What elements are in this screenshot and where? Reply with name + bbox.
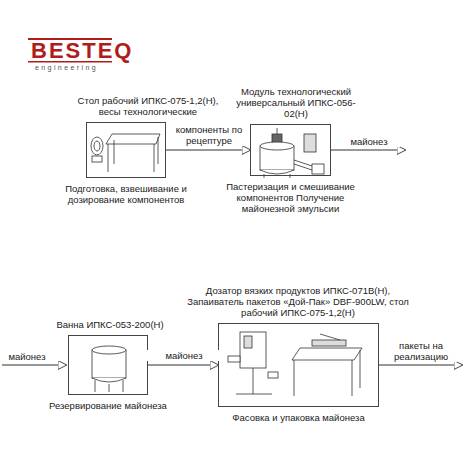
flow-label: майонез — [145, 350, 223, 361]
equipment-name: Дозатор вязких продуктов ИПКС-071В(Н), З… — [178, 285, 418, 318]
process-step: Пастеризация и смешивание компонентов По… — [216, 181, 366, 214]
process-step: Подготовка, взвешивание и дозирование ко… — [51, 183, 201, 205]
flow-label: пакеты на реализацию — [385, 340, 457, 362]
flow-arrow — [2, 150, 462, 365]
flow-arrow — [148, 365, 218, 366]
equipment-name: Модуль технологический универсальный ИПК… — [226, 86, 366, 119]
flow-label: компоненты по рецептуре — [170, 124, 248, 146]
equipment-name: Стол рабочий ИПКС-075-1,2(Н), весы техно… — [73, 95, 223, 117]
process-step: Фасовка и упаковка майонеза — [214, 412, 384, 423]
flow-label: майонез — [0, 351, 58, 362]
table-scales-drawing — [91, 134, 160, 172]
process-box — [68, 335, 148, 395]
flow-arrow — [166, 150, 250, 151]
bath-drawing — [92, 346, 126, 392]
tank-module-drawing — [260, 128, 324, 178]
process-box — [250, 124, 331, 176]
process-box — [86, 122, 166, 178]
flow-label: майонез — [338, 136, 400, 147]
process-step: Резервирование майонеза — [48, 400, 168, 411]
packing-line-drawing — [228, 332, 362, 396]
equipment-name: Ванна ИПКС-053-200(Н) — [45, 319, 175, 330]
logo-text: engineering — [34, 64, 99, 72]
process-box — [218, 323, 379, 407]
logo-text: BESTEQ — [30, 40, 134, 62]
